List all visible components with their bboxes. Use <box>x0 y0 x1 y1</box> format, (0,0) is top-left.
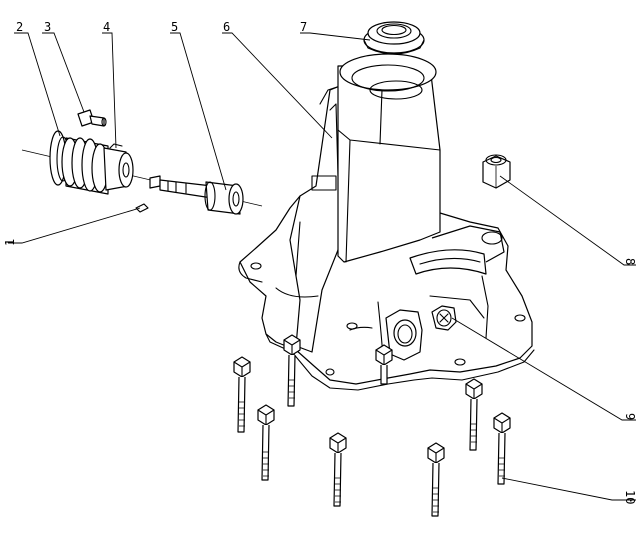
part-seal-ring <box>363 21 425 55</box>
part-small-screw <box>77 109 107 127</box>
bolt <box>465 378 483 451</box>
part-nut <box>482 154 511 189</box>
callout-3: 3 <box>44 20 51 34</box>
callout-7: 7 <box>300 20 307 34</box>
callout-labels: 1 2 3 4 5 6 7 8 9 10 <box>3 20 637 504</box>
bolt <box>283 334 301 407</box>
callout-10: 10 <box>623 490 637 504</box>
part-plunger <box>149 175 244 215</box>
callout-4: 4 <box>103 20 110 34</box>
callout-8: 8 <box>623 258 637 265</box>
callout-5: 5 <box>171 20 178 34</box>
bolt <box>493 412 511 485</box>
part-main-housing <box>238 53 535 391</box>
bolt <box>375 344 393 385</box>
part-bolts <box>233 334 511 517</box>
part-pin <box>135 203 149 213</box>
bolt <box>233 356 251 433</box>
callout-2: 2 <box>16 20 23 34</box>
callout-6: 6 <box>223 20 230 34</box>
leader-lines <box>8 32 636 501</box>
callout-9: 9 <box>623 413 637 420</box>
bolt <box>427 442 445 517</box>
callout-1: 1 <box>3 239 17 246</box>
part-valve-body <box>61 137 134 195</box>
bolt <box>257 404 275 481</box>
bolt <box>329 432 347 507</box>
part-plug-bolt <box>431 305 457 331</box>
